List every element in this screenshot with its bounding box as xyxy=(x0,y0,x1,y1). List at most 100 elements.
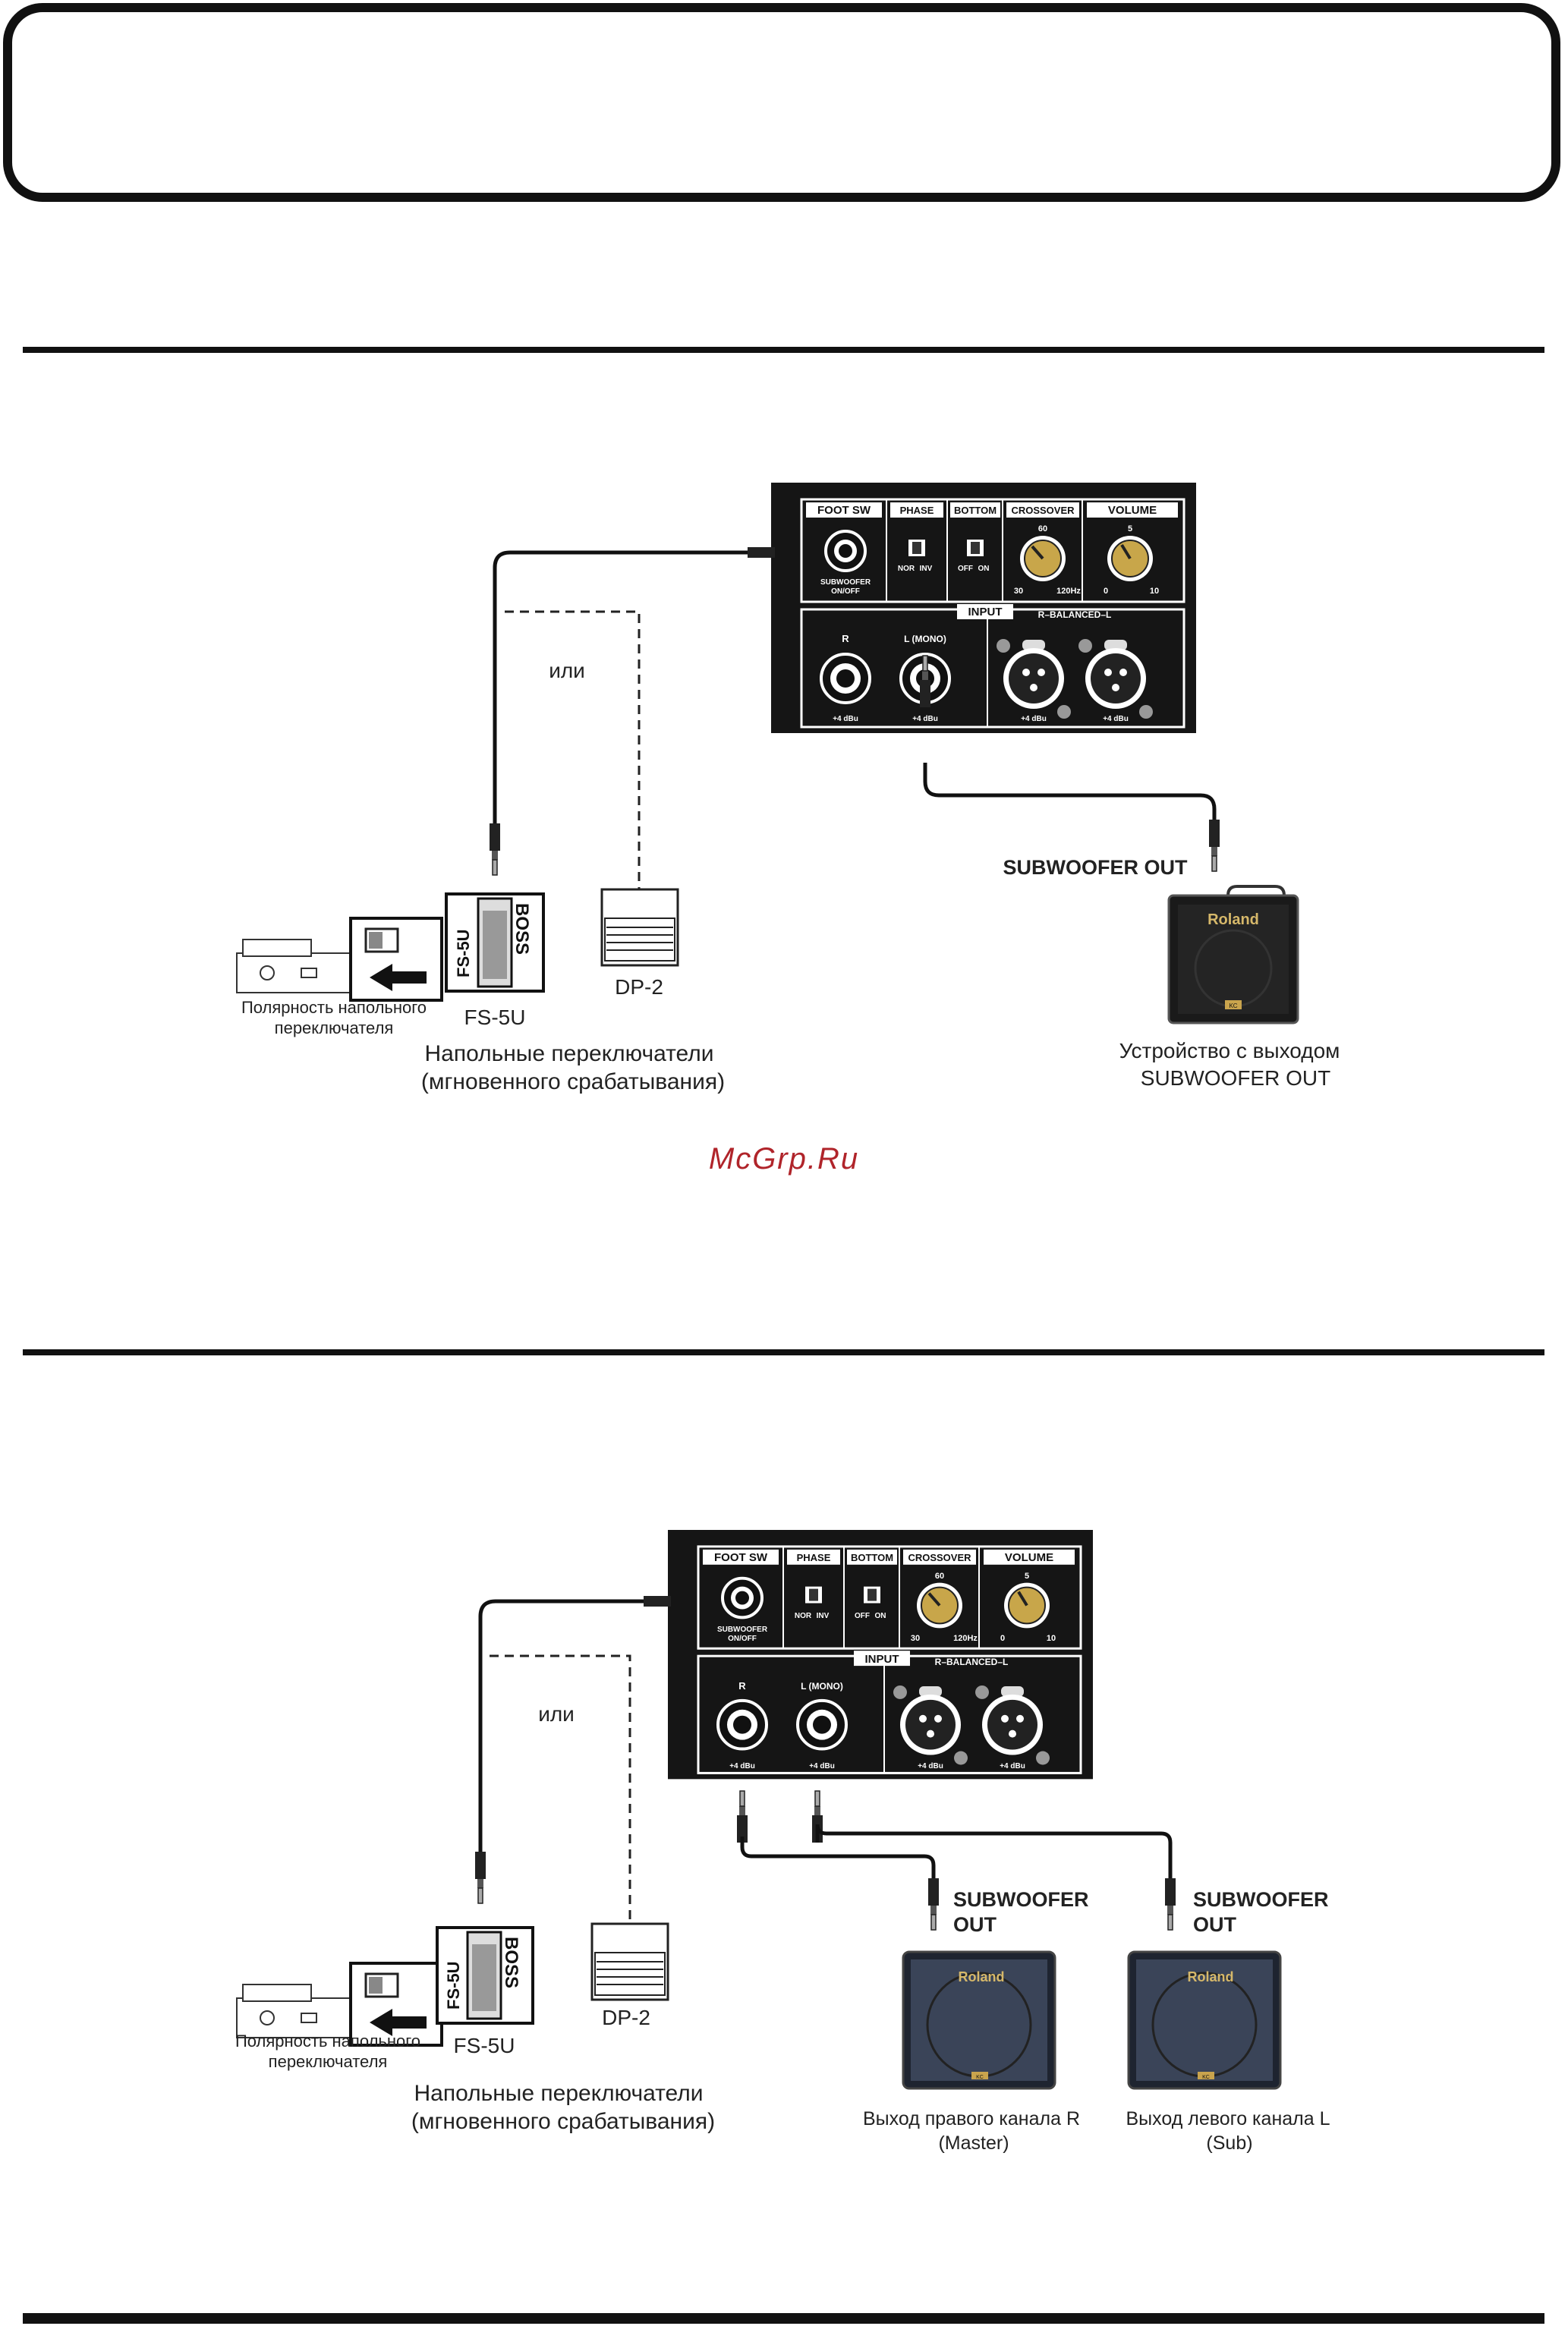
fs5u-body-text-2: FS-5U xyxy=(444,1961,463,2010)
panel-balanced: R–BALANCED–L xyxy=(1038,609,1112,620)
output-cable-left xyxy=(815,1824,1173,1878)
panel-dbu-1: +4 dBu xyxy=(833,715,858,723)
panel-input: INPUT xyxy=(968,606,1003,618)
panel2-dbu-4: +4 dBu xyxy=(1000,1762,1025,1770)
panel-bottom-off: OFF xyxy=(958,565,973,573)
dp2-label-1: DP-2 xyxy=(615,975,663,999)
panel2-volume-10: 10 xyxy=(1047,1634,1056,1643)
fs5u-label-2: FS-5U xyxy=(454,2034,515,2057)
panel-dbu-4: +4 dBu xyxy=(1103,715,1129,723)
amp-brand-right: Roland xyxy=(959,1969,1005,1984)
rear-panel-1: FOOT SW PHASE BOTTOM CROSSOVER VOLUME SU… xyxy=(770,481,1198,735)
panel2-crossover-120: 120Hz xyxy=(953,1634,978,1643)
panel2-onoff-label: ON/OFF xyxy=(728,1635,757,1643)
section-rule-middle xyxy=(23,1349,1544,1355)
panel2-volume-0: 0 xyxy=(1000,1634,1005,1643)
amp-badge-right: KC xyxy=(976,2075,984,2080)
boss-logo-1: BOSS xyxy=(512,903,532,955)
polarity-switch-1 xyxy=(235,917,443,1002)
left-channel-label-1: Выход левого канала L xyxy=(1126,2108,1330,2129)
panel2-balanced: R–BALANCED–L xyxy=(935,1657,1009,1667)
panel2-dbu-2: +4 dBu xyxy=(809,1762,835,1770)
polarity-label-1b: переключателя xyxy=(275,1018,394,1037)
panel-bottom-on: ON xyxy=(978,565,990,573)
panel-foot-sw: FOOT SW xyxy=(817,504,871,517)
amp-badge-left: KC xyxy=(1202,2075,1210,2080)
panel-volume: VOLUME xyxy=(1108,504,1157,517)
output-cable-right xyxy=(740,1837,936,1878)
amp-brand-1: Roland xyxy=(1207,911,1259,928)
panel2-bottom-on: ON xyxy=(875,1612,886,1620)
panel2-dbu-3: +4 dBu xyxy=(918,1762,943,1770)
polarity-label-1a: Полярность напольного xyxy=(241,998,427,1017)
panel2-phase-inv: INV xyxy=(817,1612,830,1620)
footswitch-cable-1 xyxy=(493,550,748,823)
left-channel-label-2: (Sub) xyxy=(1206,2132,1252,2154)
footswitches-label-2b: (мгновенного срабатывания) xyxy=(411,2109,715,2134)
polarity-label-2a: Полярность напольного xyxy=(235,2032,420,2051)
subwoofer-out-r-1: SUBWOOFER xyxy=(953,1888,1089,1911)
panel-phase-inv: INV xyxy=(920,565,933,573)
panel-crossover-120: 120Hz xyxy=(1056,587,1081,596)
dp2-dashed-cable-2 xyxy=(490,1654,631,1924)
dp2-pedal-2 xyxy=(590,1922,669,2001)
diagram-2: FOOT SW PHASE BOTTOM CROSSOVER VOLUME SU… xyxy=(235,1528,1330,2154)
panel-volume-0: 0 xyxy=(1104,587,1108,596)
output-cable-1 xyxy=(923,763,1217,820)
panel-crossover-30: 30 xyxy=(1014,587,1023,596)
panel2-dbu-1: +4 dBu xyxy=(729,1762,755,1770)
footswitches-label-1b: (мгновенного срабатывания) xyxy=(421,1069,725,1094)
boss-logo-2: BOSS xyxy=(501,1937,521,1988)
panel2-volume: VOLUME xyxy=(1005,1551,1053,1564)
section-rule-bottom xyxy=(23,2313,1544,2324)
panel2-bottom-off: OFF xyxy=(855,1612,870,1620)
title-frame xyxy=(3,3,1560,202)
amp-badge-1: KC xyxy=(1229,1002,1237,1009)
footswitches-label-2a: Напольные переключатели xyxy=(414,2081,703,2106)
fs5u-body-text-1: FS-5U xyxy=(454,929,473,977)
panel-dbu-3: +4 dBu xyxy=(1021,715,1047,723)
panel-volume-5: 5 xyxy=(1128,524,1132,534)
panel-volume-10: 10 xyxy=(1150,587,1159,596)
or-label-2: или xyxy=(538,1702,575,1726)
panel2-foot-sw: FOOT SW xyxy=(714,1551,768,1564)
amplifier-left: Roland KC xyxy=(1127,1950,1282,2090)
subwoofer-out-l-1: SUBWOOFER xyxy=(1193,1888,1329,1911)
device-label-1b: SUBWOOFER OUT xyxy=(1141,1066,1330,1090)
panel2-bottom: BOTTOM xyxy=(851,1552,893,1563)
dp2-label-2: DP-2 xyxy=(602,2006,650,2029)
section-rule-top xyxy=(23,347,1544,353)
amplifier-right: Roland KC xyxy=(902,1950,1056,2090)
panel-crossover: CROSSOVER xyxy=(1011,505,1075,516)
watermark: McGrp.Ru xyxy=(708,1142,860,1176)
diagram-1: FOOT SW PHASE BOTTOM CROSSOVER VOLUME SU… xyxy=(235,481,1340,1094)
or-label-1: или xyxy=(549,659,585,682)
panel2-subwoofer-label: SUBWOOFER xyxy=(717,1626,768,1634)
subwoofer-out-label-1: SUBWOOFER OUT xyxy=(1003,856,1188,879)
panel-phase-nor: NOR xyxy=(898,565,915,573)
panel2-crossover: CROSSOVER xyxy=(908,1552,971,1563)
panel2-phase-nor: NOR xyxy=(795,1612,812,1620)
fs5u-pedal-1: FS-5U BOSS xyxy=(445,892,545,993)
panel-input-l: L (MONO) xyxy=(904,634,946,644)
panel2-volume-5: 5 xyxy=(1025,1572,1029,1581)
panel-onoff-label: ON/OFF xyxy=(831,587,860,596)
subwoofer-out-l-2: OUT xyxy=(1193,1913,1237,1936)
amplifier-1: Roland KC xyxy=(1167,885,1299,1025)
footswitches-label-1a: Напольные переключатели xyxy=(424,1041,713,1066)
dp2-dashed-cable-1 xyxy=(505,610,641,889)
rear-panel-2: FOOT SW PHASE BOTTOM CROSSOVER VOLUME SU… xyxy=(666,1528,1094,1781)
amp-brand-left: Roland xyxy=(1188,1969,1234,1984)
panel2-crossover-60: 60 xyxy=(935,1572,944,1581)
panel2-input-l: L (MONO) xyxy=(801,1681,843,1692)
panel-phase: PHASE xyxy=(900,505,934,516)
panel2-phase: PHASE xyxy=(797,1552,831,1563)
fs5u-pedal-2: FS-5U BOSS xyxy=(436,1926,534,2025)
panel-crossover-60: 60 xyxy=(1038,524,1047,534)
right-channel-label-1: Выход правого канала R xyxy=(863,2108,1080,2129)
panel2-crossover-30: 30 xyxy=(911,1634,920,1643)
panel-dbu-2: +4 dBu xyxy=(912,715,938,723)
device-label-1a: Устройство с выходом xyxy=(1119,1039,1340,1062)
panel-subwoofer-label: SUBWOOFER xyxy=(820,578,871,587)
